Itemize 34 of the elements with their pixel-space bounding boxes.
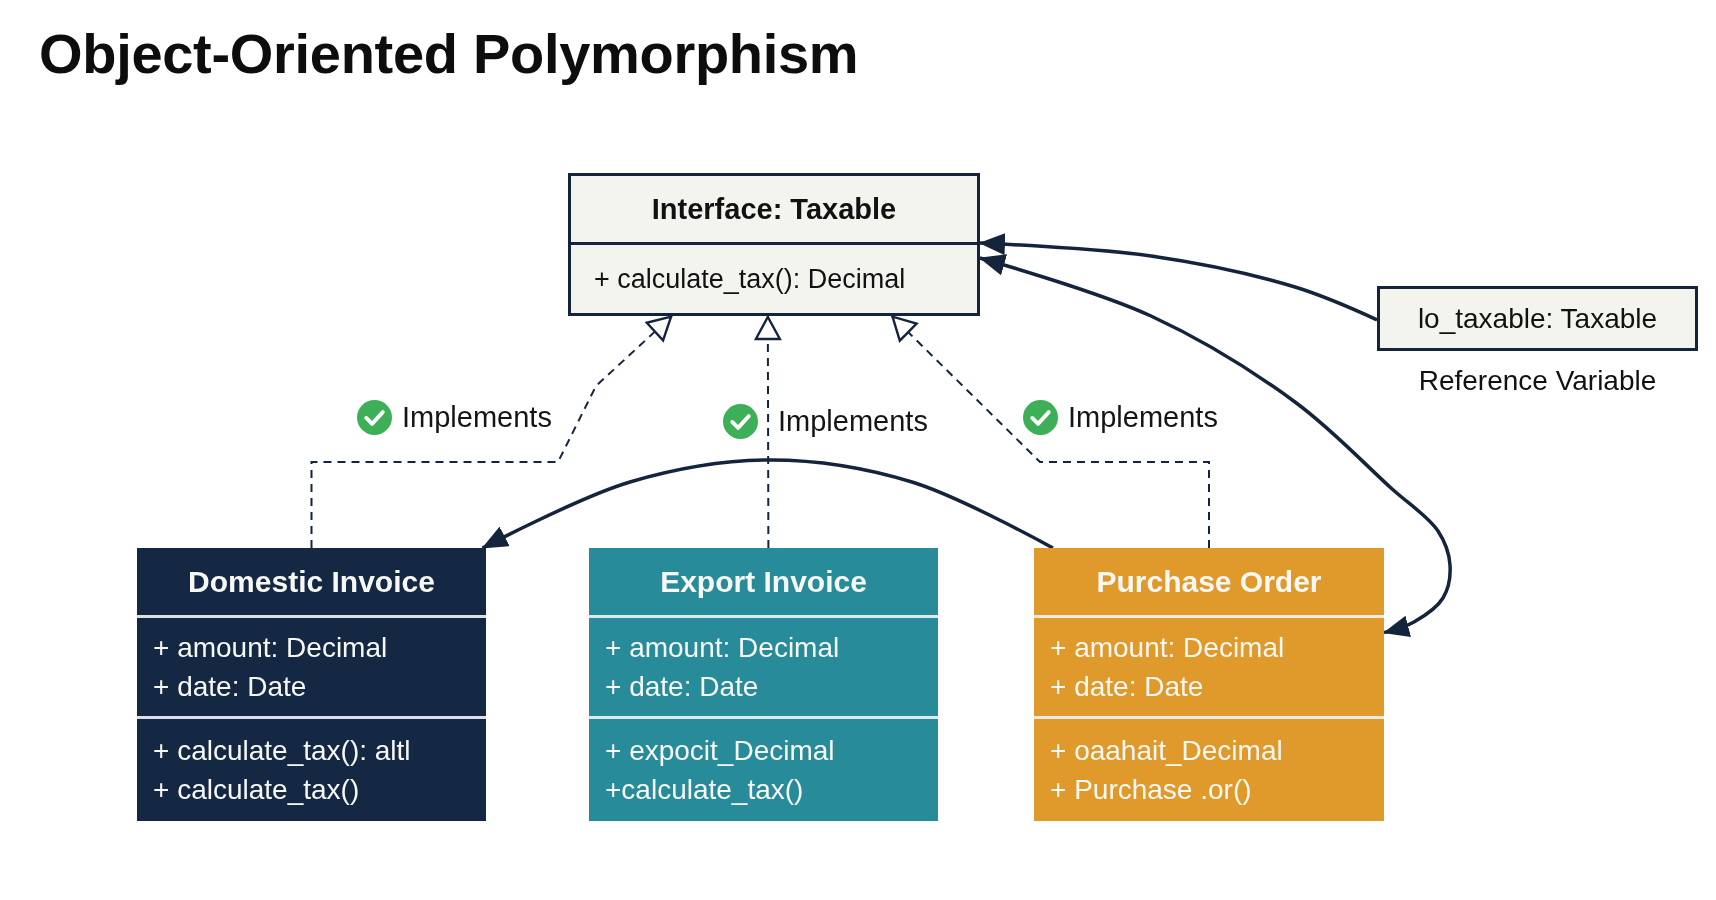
method-text: +calculate_tax() <box>605 773 805 807</box>
method-text: + calculate_tax() <box>153 773 361 807</box>
variable-text: lo_taxable: Taxable <box>1417 302 1658 335</box>
attribute-text: + amount: Decimal <box>1050 631 1286 665</box>
attribute-text: + date: Date <box>153 670 308 704</box>
method-text: + expocit_Decimal <box>605 734 836 768</box>
attribute-text: + date: Date <box>605 670 760 704</box>
class-name: Domestic Invoice <box>188 564 435 600</box>
method-text: + oaahait_Decimal <box>1050 734 1284 768</box>
class-box <box>1034 548 1384 821</box>
dashed-arrow <box>890 315 1210 549</box>
dashed-arrow <box>310 315 673 549</box>
method-text: + calculate_tax(): altl <box>153 734 412 768</box>
method-text: + calculate_tax(): Decimal <box>594 263 907 295</box>
attribute-text: + amount: Decimal <box>153 631 389 665</box>
class-name: Purchase Order <box>1096 564 1322 600</box>
class-box <box>137 548 486 821</box>
curved-arrow <box>979 233 1378 322</box>
attribute-text: + amount: Decimal <box>605 631 841 665</box>
edge-label: Implements <box>778 404 928 439</box>
dashed-arrow <box>754 315 782 549</box>
edge-label: Implements <box>402 400 552 435</box>
attribute-text: + date: Date <box>1050 670 1205 704</box>
edge-label: Implements <box>1068 400 1218 435</box>
interface-box <box>568 173 980 316</box>
node-caption: Reference Variable <box>1417 365 1658 397</box>
diagram-title: Object-Oriented Polymorphism <box>39 21 859 87</box>
class-box <box>589 548 938 821</box>
variable-box <box>1377 286 1698 351</box>
class-name: Export Invoice <box>660 564 867 600</box>
method-text: + Purchase .or() <box>1050 773 1253 807</box>
curved-arrow <box>481 458 1054 550</box>
curved-arrow <box>979 254 1452 637</box>
interface-name: Interface: Taxable <box>651 192 897 226</box>
